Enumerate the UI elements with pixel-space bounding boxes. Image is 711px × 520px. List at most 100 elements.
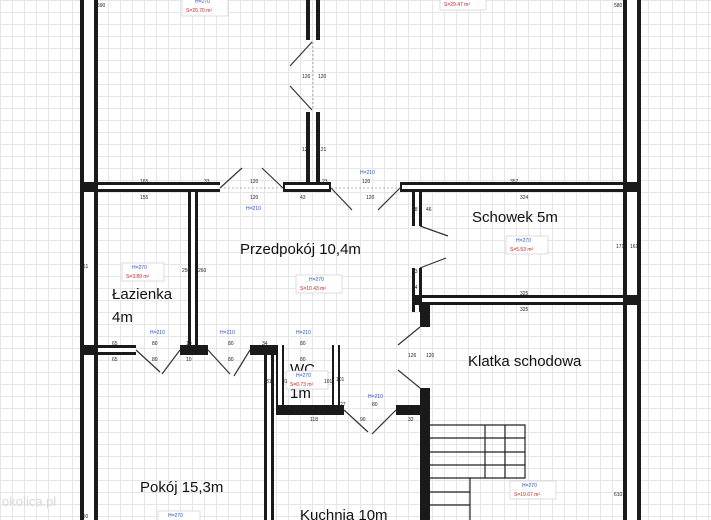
svg-text:10: 10 xyxy=(186,357,192,363)
door-room-b xyxy=(233,349,251,377)
svg-text:250: 250 xyxy=(182,268,191,274)
door-hall-top-a xyxy=(219,167,243,189)
svg-text:S=10.43 m²: S=10.43 m² xyxy=(300,286,326,292)
svg-text:80: 80 xyxy=(372,402,378,408)
svg-text:101: 101 xyxy=(336,377,345,383)
room-labels: Przedpokój 10,4m Schowek 5m Łazienka 4m … xyxy=(112,209,582,520)
lower-horizontal-wall xyxy=(80,345,430,435)
svg-text:27: 27 xyxy=(340,402,346,408)
svg-text:43: 43 xyxy=(300,195,306,201)
svg-text:80: 80 xyxy=(152,341,158,347)
door-bath-a xyxy=(135,349,161,373)
svg-text:48: 48 xyxy=(412,207,418,213)
room-kitchen-walls xyxy=(264,355,274,520)
svg-text:120: 120 xyxy=(366,195,375,201)
svg-text:65: 65 xyxy=(112,357,118,363)
main-horizontal-wall xyxy=(80,167,641,211)
room-label-storage: Schowek 5m xyxy=(472,209,558,226)
svg-text:33: 33 xyxy=(204,179,210,185)
svg-text:165: 165 xyxy=(140,179,149,185)
door-top-leaf-a xyxy=(289,41,313,67)
stamp-staircase: H=270 S=19.67 m² xyxy=(509,480,557,500)
stamp-storage: H=270 S=5.53 m² xyxy=(505,235,549,255)
storage-walls xyxy=(412,192,641,312)
svg-text:120: 120 xyxy=(318,74,327,80)
door-kitchen-b xyxy=(371,409,397,435)
svg-text:S=19.67 m²: S=19.67 m² xyxy=(514,492,540,498)
svg-text:261: 261 xyxy=(80,264,89,270)
door-height-labels: H=210 H=210 H=210 H=210 H=210 H=210 xyxy=(150,170,383,400)
svg-text:34: 34 xyxy=(262,341,268,347)
svg-text:H=270: H=270 xyxy=(195,0,210,5)
svg-text:H=270: H=270 xyxy=(309,277,324,283)
svg-text:126: 126 xyxy=(302,74,311,80)
svg-text:155: 155 xyxy=(140,195,149,201)
room-label-kitchen: Kuchnia 10m xyxy=(300,507,388,520)
door-hall-top-b xyxy=(261,167,284,189)
staircase-walls xyxy=(397,305,430,520)
svg-text:324: 324 xyxy=(520,195,529,201)
stairs xyxy=(430,424,526,520)
svg-text:H=270: H=270 xyxy=(516,238,531,244)
svg-text:H=210: H=210 xyxy=(220,330,235,336)
svg-text:80: 80 xyxy=(228,341,234,347)
svg-text:610: 610 xyxy=(614,492,623,498)
door-hall-top-c xyxy=(330,187,353,211)
svg-text:357: 357 xyxy=(510,179,519,185)
svg-text:H=210: H=210 xyxy=(246,206,261,212)
door-kitchen-a xyxy=(343,409,369,433)
svg-text:120: 120 xyxy=(362,179,371,185)
svg-text:H=270: H=270 xyxy=(168,513,183,519)
stamp-wc: H=270 S=0.73 m² xyxy=(285,370,329,390)
svg-text:H=270: H=270 xyxy=(296,373,311,379)
door-stairs-b xyxy=(397,369,421,389)
svg-text:260: 260 xyxy=(198,268,207,274)
bathroom-walls xyxy=(188,192,198,350)
door-room-a xyxy=(207,349,231,375)
svg-text:81: 81 xyxy=(282,379,288,385)
svg-text:590: 590 xyxy=(97,3,106,9)
svg-text:H=210: H=210 xyxy=(368,394,383,400)
svg-text:550: 550 xyxy=(80,514,89,520)
svg-text:H=210: H=210 xyxy=(296,330,311,336)
door-stairs-a xyxy=(397,326,421,346)
svg-text:118: 118 xyxy=(310,417,318,423)
svg-text:80: 80 xyxy=(152,357,158,363)
svg-text:32: 32 xyxy=(408,417,414,423)
svg-text:171: 171 xyxy=(616,244,625,250)
svg-text:580: 580 xyxy=(614,3,623,9)
wall-left-fill xyxy=(84,0,94,520)
svg-text:120: 120 xyxy=(250,195,259,201)
svg-text:120: 120 xyxy=(426,353,435,359)
svg-text:120: 120 xyxy=(250,179,259,185)
svg-text:43: 43 xyxy=(412,269,418,275)
door-top-leaf-b xyxy=(289,85,313,111)
area-stamps: H=270 S=20.70 m² S=29.47 m² H=270 S=10.4… xyxy=(121,0,557,520)
wall-right-fill xyxy=(627,0,637,520)
svg-text:H=210: H=210 xyxy=(150,330,165,336)
svg-text:54: 54 xyxy=(412,285,418,291)
stamp-bathroom: H=270 S=3.89 m² xyxy=(121,262,165,282)
svg-text:80: 80 xyxy=(300,357,306,363)
svg-text:121: 121 xyxy=(302,147,311,153)
watermark: okolica.pl xyxy=(2,494,56,509)
svg-text:101: 101 xyxy=(324,379,333,385)
top-divider xyxy=(289,0,320,182)
svg-text:80: 80 xyxy=(300,341,306,347)
svg-text:80: 80 xyxy=(228,357,234,363)
stamp-room: H=270 xyxy=(157,510,201,520)
svg-text:S=29.47 m²: S=29.47 m² xyxy=(444,2,470,8)
svg-text:126: 126 xyxy=(408,353,417,359)
stamp-top-right: S=29.47 m² xyxy=(439,0,487,11)
svg-text:H=210: H=210 xyxy=(360,170,375,176)
svg-text:325: 325 xyxy=(520,307,529,313)
door-storage-a xyxy=(419,225,449,237)
svg-text:S=3.89 m²: S=3.89 m² xyxy=(126,274,150,280)
outer-walls xyxy=(80,0,641,520)
svg-text:23: 23 xyxy=(322,179,328,185)
room-label-room: Pokój 15,3m xyxy=(140,479,223,496)
svg-text:H=270: H=270 xyxy=(132,265,147,271)
